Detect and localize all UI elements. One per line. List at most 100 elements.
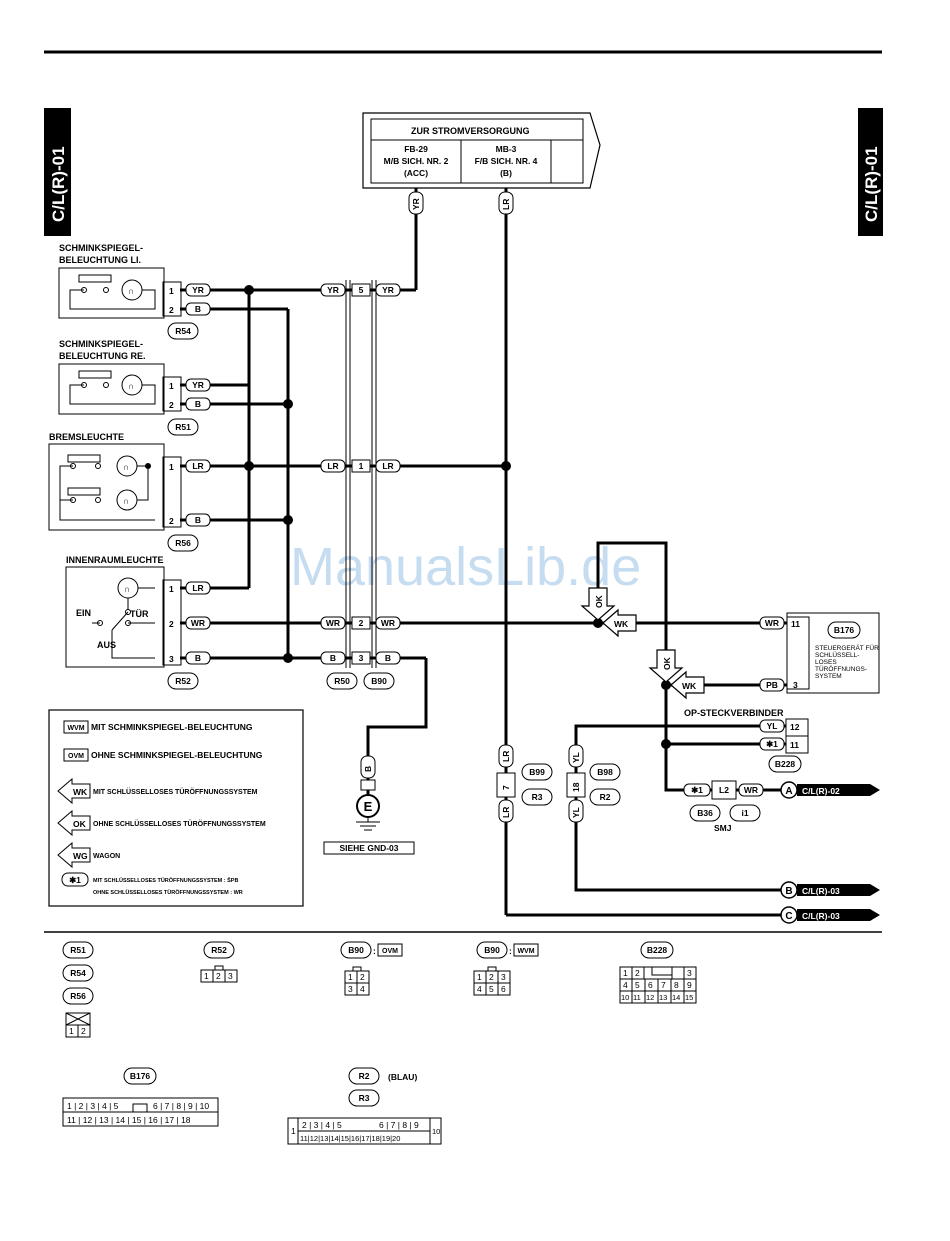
svg-text:BELEUCHTUNG RE.: BELEUCHTUNG RE. bbox=[59, 351, 146, 361]
svg-text:STEUERGERÄT FÜR: STEUERGERÄT FÜR bbox=[815, 644, 879, 652]
svg-text:∩: ∩ bbox=[123, 462, 129, 472]
svg-text:1: 1 bbox=[348, 972, 353, 982]
svg-text:11: 11 bbox=[791, 619, 800, 629]
svg-text:MIT SCHLÜSSELLOSES TÜRÖFFNUNGS: MIT SCHLÜSSELLOSES TÜRÖFFNUNGSSYSTEM : Š… bbox=[93, 876, 238, 884]
svg-text:R3: R3 bbox=[532, 792, 543, 802]
watermark: ManualsLib.de bbox=[290, 537, 641, 597]
svg-text:B36: B36 bbox=[697, 808, 713, 818]
option-arrow-ok-upper: OK bbox=[580, 587, 616, 621]
svg-text:2 | 3 | 4 | 5: 2 | 3 | 4 | 5 bbox=[302, 1120, 342, 1130]
inline-connector-b99-r3: LR 7 LR B99 R3 bbox=[496, 744, 553, 823]
svg-text:R52: R52 bbox=[175, 676, 191, 686]
svg-text:B176: B176 bbox=[834, 625, 855, 635]
svg-text:1: 1 bbox=[169, 381, 174, 391]
svg-text:1: 1 bbox=[291, 1126, 296, 1136]
svg-text:B: B bbox=[195, 304, 201, 314]
wire-label-yr-top: YR bbox=[408, 188, 424, 290]
svg-text:WK: WK bbox=[682, 681, 697, 691]
svg-text:WR: WR bbox=[765, 618, 779, 628]
svg-text:B: B bbox=[785, 886, 792, 897]
svg-text:BREMSLEUCHTE: BREMSLEUCHTE bbox=[49, 432, 124, 442]
svg-text:WR: WR bbox=[191, 618, 205, 628]
svg-text:1 | 2 | 3 | 4 | 5: 1 | 2 | 3 | 4 | 5 bbox=[67, 1101, 119, 1111]
component-op-connector: OP-STECKVERBINDER YL ✱1 12 11 B228 bbox=[684, 708, 809, 773]
svg-text:R51: R51 bbox=[175, 422, 191, 432]
svg-text:11|12|13|14|15|16|17|18|19|20: 11|12|13|14|15|16|17|18|19|20 bbox=[300, 1134, 400, 1143]
svg-text::: : bbox=[373, 946, 376, 956]
svg-text:5: 5 bbox=[359, 285, 364, 295]
svg-text:SCHMINKSPIEGEL-: SCHMINKSPIEGEL- bbox=[59, 339, 143, 349]
svg-text:SMJ: SMJ bbox=[714, 823, 732, 833]
component-interior-light: INNENRAUMLEUCHTE ∩ EIN TÜR AUS 1 2 3 LR … bbox=[65, 555, 211, 690]
option-arrow-ok-lower: OK bbox=[648, 649, 684, 683]
power-supply-box: ZUR STROMVERSORGUNG FB-29 M/B SICH. NR. … bbox=[362, 112, 601, 189]
svg-text:R3: R3 bbox=[359, 1093, 370, 1103]
svg-text:C: C bbox=[785, 911, 792, 922]
svg-text:1: 1 bbox=[359, 461, 364, 471]
row-b-labels: B 3 B bbox=[320, 651, 401, 665]
svg-text:12: 12 bbox=[646, 993, 654, 1002]
svg-text:2: 2 bbox=[169, 516, 174, 526]
svg-text:ZUR STROMVERSORGUNG: ZUR STROMVERSORGUNG bbox=[411, 126, 530, 136]
svg-text:8: 8 bbox=[674, 980, 679, 990]
page-code-left: C/L(R)-01 bbox=[44, 108, 71, 236]
svg-text:7: 7 bbox=[501, 785, 511, 790]
svg-text:OK: OK bbox=[594, 594, 604, 608]
output-ref-b: B C/L(R)-03 bbox=[780, 881, 880, 899]
svg-text:∩: ∩ bbox=[124, 584, 130, 594]
output-ref-a: A C/L(R)-02 bbox=[780, 781, 880, 799]
svg-text:WR: WR bbox=[744, 785, 758, 795]
svg-text:6 | 7 | 8 | 9 | 10: 6 | 7 | 8 | 9 | 10 bbox=[153, 1101, 209, 1111]
svg-text:12: 12 bbox=[790, 722, 800, 732]
pinout-b176: B176 1 | 2 | 3 | 4 | 5 6 | 7 | 8 | 9 | 1… bbox=[62, 1067, 219, 1127]
svg-text:2: 2 bbox=[635, 968, 640, 978]
component-mirror-right: SCHMINKSPIEGEL- BELEUCHTUNG RE. ∩ 1 2 YR… bbox=[58, 339, 211, 436]
svg-text:SIEHE GND-03: SIEHE GND-03 bbox=[339, 843, 398, 853]
page-code-right: C/L(R)-01 bbox=[858, 108, 883, 236]
svg-text:1: 1 bbox=[477, 972, 482, 982]
svg-text:2: 2 bbox=[169, 305, 174, 315]
svg-text:YL: YL bbox=[571, 752, 581, 763]
svg-text:SCHLÜSSELL-: SCHLÜSSELL- bbox=[815, 651, 859, 659]
svg-text:OHNE SCHMINKSPIEGEL-BELEUCHTUN: OHNE SCHMINKSPIEGEL-BELEUCHTUNG bbox=[91, 750, 263, 760]
svg-text:B228: B228 bbox=[647, 945, 668, 955]
svg-text::: : bbox=[509, 946, 512, 956]
svg-text:4: 4 bbox=[360, 984, 365, 994]
inline-connector-b98-r2: YL 18 YL B98 R2 bbox=[566, 744, 621, 823]
svg-text:3: 3 bbox=[501, 972, 506, 982]
row-yr-labels: YR 5 YR bbox=[320, 283, 401, 297]
svg-text:3: 3 bbox=[169, 654, 174, 664]
svg-text:WR: WR bbox=[326, 618, 340, 628]
svg-text:LOSES: LOSES bbox=[815, 659, 837, 666]
svg-text:∩: ∩ bbox=[123, 496, 129, 506]
svg-text:E: E bbox=[364, 799, 373, 814]
svg-text:6 | 7 | 8 | 9: 6 | 7 | 8 | 9 bbox=[379, 1120, 419, 1130]
connector-tag-r50: R50 bbox=[326, 672, 358, 690]
svg-text:3: 3 bbox=[687, 968, 692, 978]
svg-text:WVM: WVM bbox=[517, 948, 534, 955]
svg-text:(B): (B) bbox=[500, 168, 512, 178]
svg-text:L2: L2 bbox=[719, 785, 729, 795]
svg-text:LR: LR bbox=[192, 461, 203, 471]
svg-text:R56: R56 bbox=[70, 991, 86, 1001]
svg-text:LR: LR bbox=[327, 461, 338, 471]
svg-text:1: 1 bbox=[169, 584, 174, 594]
svg-text:R50: R50 bbox=[334, 676, 350, 686]
svg-text:11 | 12 | 13 | 14 | 15 | 16 |: 11 | 12 | 13 | 14 | 15 | 16 | 17 | 18 bbox=[67, 1115, 191, 1125]
svg-text:B: B bbox=[385, 653, 391, 663]
svg-text:11: 11 bbox=[790, 740, 799, 750]
svg-text:OK: OK bbox=[73, 819, 87, 829]
svg-text:OVM: OVM bbox=[382, 948, 398, 955]
svg-text:10: 10 bbox=[621, 993, 629, 1002]
svg-text:LR: LR bbox=[192, 583, 203, 593]
svg-text:1: 1 bbox=[204, 971, 209, 981]
svg-text:3: 3 bbox=[348, 984, 353, 994]
svg-text:M/B SICH. NR. 2: M/B SICH. NR. 2 bbox=[384, 156, 449, 166]
row-lr-labels: LR 1 LR bbox=[320, 459, 401, 473]
svg-text:9: 9 bbox=[687, 980, 692, 990]
svg-text:TÜRÖFFNUNGS-: TÜRÖFFNUNGS- bbox=[815, 665, 867, 673]
svg-text:B99: B99 bbox=[529, 767, 545, 777]
ground-e: B E SIEHE GND-03 bbox=[323, 755, 415, 855]
